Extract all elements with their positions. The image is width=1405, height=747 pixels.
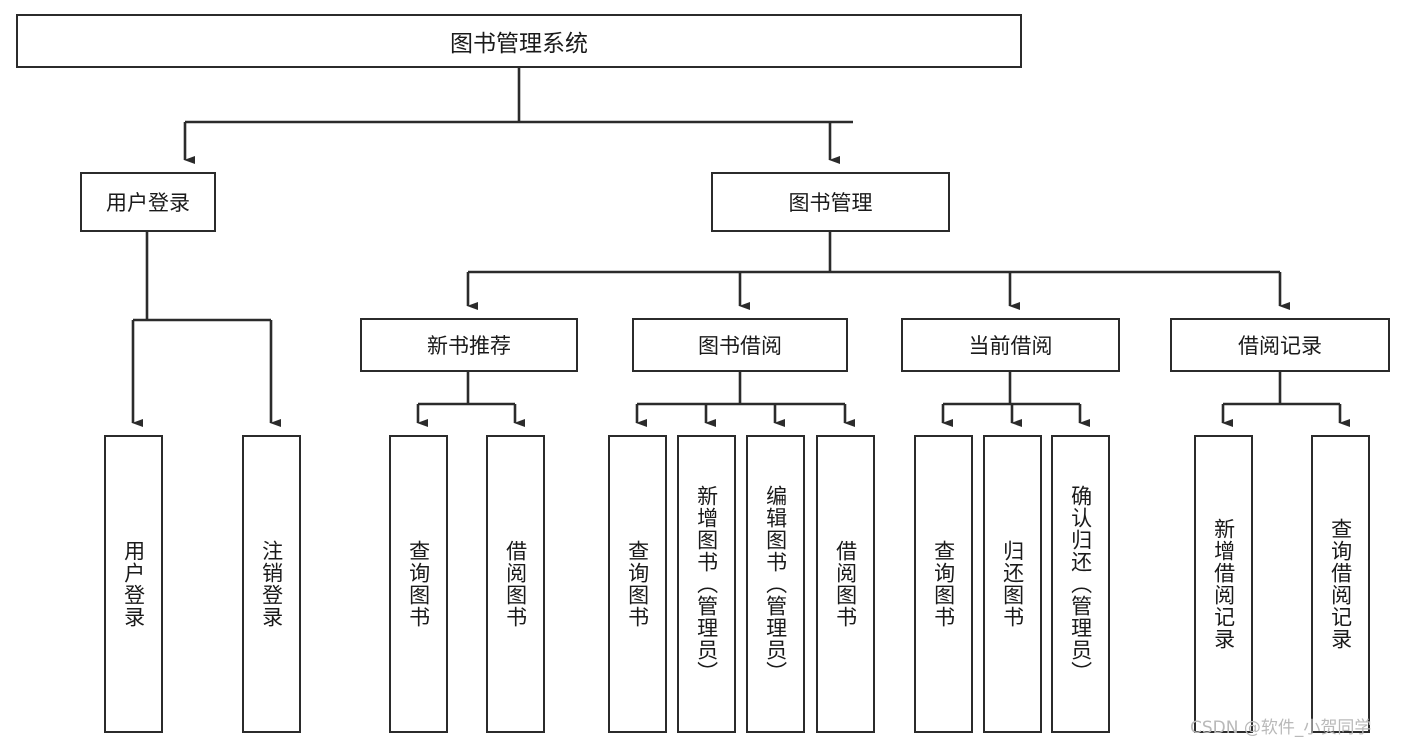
leaf-confirm-return[interactable]: 确认归还（管理员） xyxy=(1051,435,1110,733)
node-new-book-recommend[interactable]: 新书推荐 xyxy=(360,318,578,372)
leaf-confirm-return-label: 确认归还（管理员） xyxy=(1068,485,1093,683)
leaf-query-book-1[interactable]: 查询图书 xyxy=(389,435,448,733)
node-user-login-label: 用户登录 xyxy=(106,191,190,215)
node-book-management-label: 图书管理 xyxy=(788,191,873,215)
leaf-query-record[interactable]: 查询借阅记录 xyxy=(1311,435,1370,733)
node-new-book-recommend-label: 新书推荐 xyxy=(427,334,511,358)
node-current-borrow-label: 当前借阅 xyxy=(968,334,1053,358)
leaf-add-record[interactable]: 新增借阅记录 xyxy=(1194,435,1253,733)
leaf-return-book[interactable]: 归还图书 xyxy=(983,435,1042,733)
leaf-add-book[interactable]: 新增图书（管理员） xyxy=(677,435,736,733)
leaf-edit-book-label: 编辑图书（管理员） xyxy=(763,485,788,683)
leaf-borrow-book-1[interactable]: 借阅图书 xyxy=(486,435,545,733)
node-current-borrow[interactable]: 当前借阅 xyxy=(901,318,1120,372)
leaf-query-book-3-label: 查询图书 xyxy=(931,540,956,628)
node-borrow-record[interactable]: 借阅记录 xyxy=(1170,318,1390,372)
leaf-query-book-2[interactable]: 查询图书 xyxy=(608,435,667,733)
leaf-logout-label: 注销登录 xyxy=(259,540,284,628)
leaf-borrow-book-2[interactable]: 借阅图书 xyxy=(816,435,875,733)
leaf-user-login-label: 用户登录 xyxy=(121,540,146,628)
leaf-borrow-book-2-label: 借阅图书 xyxy=(833,540,858,628)
node-user-login[interactable]: 用户登录 xyxy=(80,172,216,232)
node-book-borrow[interactable]: 图书借阅 xyxy=(632,318,848,372)
leaf-query-record-label: 查询借阅记录 xyxy=(1328,518,1353,650)
leaf-add-record-label: 新增借阅记录 xyxy=(1211,518,1236,650)
leaf-query-book-1-label: 查询图书 xyxy=(406,540,431,628)
leaf-query-book-3[interactable]: 查询图书 xyxy=(914,435,973,733)
leaf-query-book-2-label: 查询图书 xyxy=(625,540,650,628)
node-root[interactable]: 图书管理系统 xyxy=(16,14,1022,68)
leaf-add-book-label: 新增图书（管理员） xyxy=(694,485,719,683)
node-borrow-record-label: 借阅记录 xyxy=(1238,334,1322,358)
node-book-borrow-label: 图书借阅 xyxy=(698,334,782,358)
leaf-edit-book[interactable]: 编辑图书（管理员） xyxy=(746,435,805,733)
node-root-label: 图书管理系统 xyxy=(450,31,588,57)
leaf-borrow-book-1-label: 借阅图书 xyxy=(503,540,528,628)
node-book-management[interactable]: 图书管理 xyxy=(711,172,950,232)
leaf-return-book-label: 归还图书 xyxy=(1000,540,1025,628)
leaf-logout[interactable]: 注销登录 xyxy=(242,435,301,733)
leaf-user-login[interactable]: 用户登录 xyxy=(104,435,163,733)
